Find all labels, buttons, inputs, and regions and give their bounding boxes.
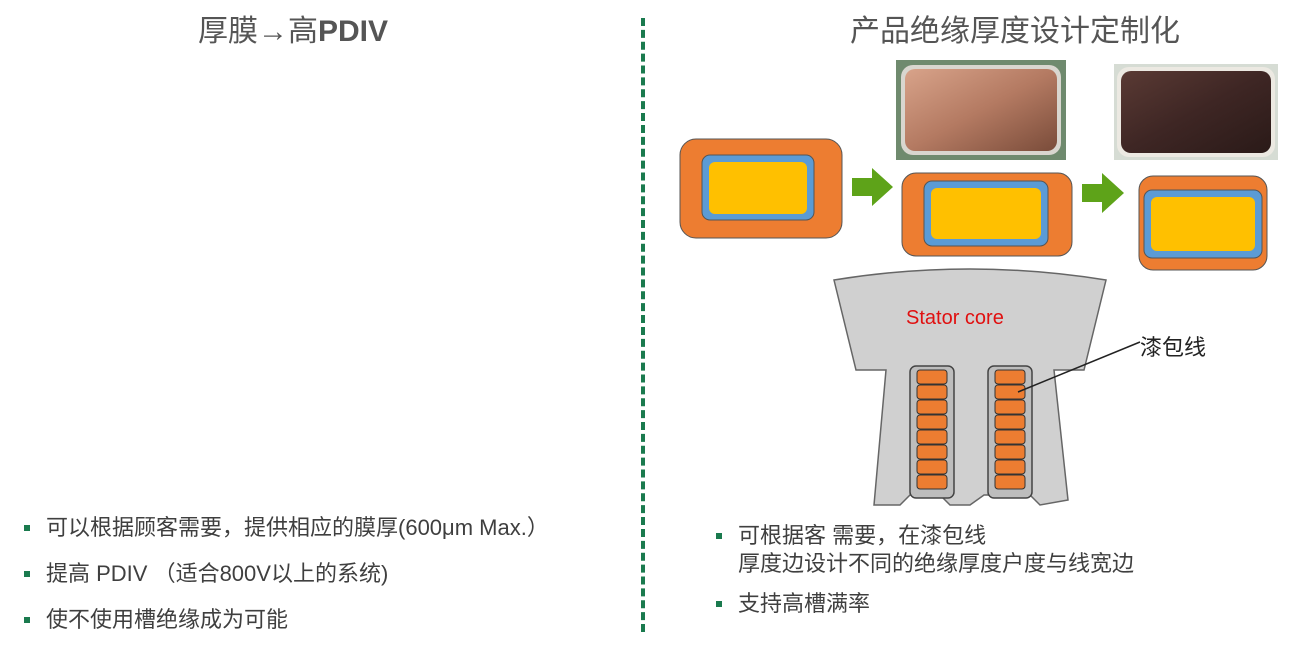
bullet-square-icon xyxy=(24,571,30,577)
wire-photo-thin xyxy=(896,60,1066,160)
left-title-bold: PDIV xyxy=(318,15,389,48)
winding-left xyxy=(916,369,948,490)
stator-core xyxy=(833,268,1107,506)
right-bullet-list: 可根据客 需要，在漆包线厚度边设计不同的绝缘厚度户度与线宽边 支持高槽满率 xyxy=(716,522,1134,618)
bullet-square-icon xyxy=(716,601,722,607)
dashed-divider xyxy=(641,18,645,632)
right-title: 产品绝缘厚度设计定制化 xyxy=(850,15,1180,48)
bullet-square-icon xyxy=(716,533,722,539)
right-bullet-2: 支持高槽满率 xyxy=(716,590,1134,618)
stator-core-label: Stator core xyxy=(906,307,1004,329)
arrow-right-icon xyxy=(1082,173,1124,213)
left-bullet-2: 提高 PDIV （适合800V以上的系统) xyxy=(24,560,549,588)
wire-label-leader xyxy=(1017,341,1141,393)
bullet-square-icon xyxy=(24,617,30,623)
winding-right xyxy=(994,369,1026,490)
wire-section-1 xyxy=(679,138,843,239)
left-bullet-1: 可以根据顾客需要，提供相应的膜厚(600μm Max.） xyxy=(24,514,549,542)
enameled-wire-label: 漆包线 xyxy=(1140,335,1207,360)
wire-section-3 xyxy=(1138,175,1268,271)
wire-photo-thick xyxy=(1114,64,1278,160)
wire-section-2 xyxy=(901,172,1073,257)
left-bullet-3: 使不使用槽绝缘成为可能 xyxy=(24,606,549,634)
right-bullet-1: 可根据客 需要，在漆包线厚度边设计不同的绝缘厚度户度与线宽边 xyxy=(716,522,1134,578)
left-title: 厚膜→高PDIV xyxy=(198,6,388,50)
left-title-prefix: 厚膜→高 xyxy=(198,15,318,48)
left-bullet-list: 可以根据顾客需要，提供相应的膜厚(600μm Max.） 提高 PDIV （适合… xyxy=(24,514,549,652)
arrow-right-icon xyxy=(852,168,893,206)
bullet-square-icon xyxy=(24,525,30,531)
